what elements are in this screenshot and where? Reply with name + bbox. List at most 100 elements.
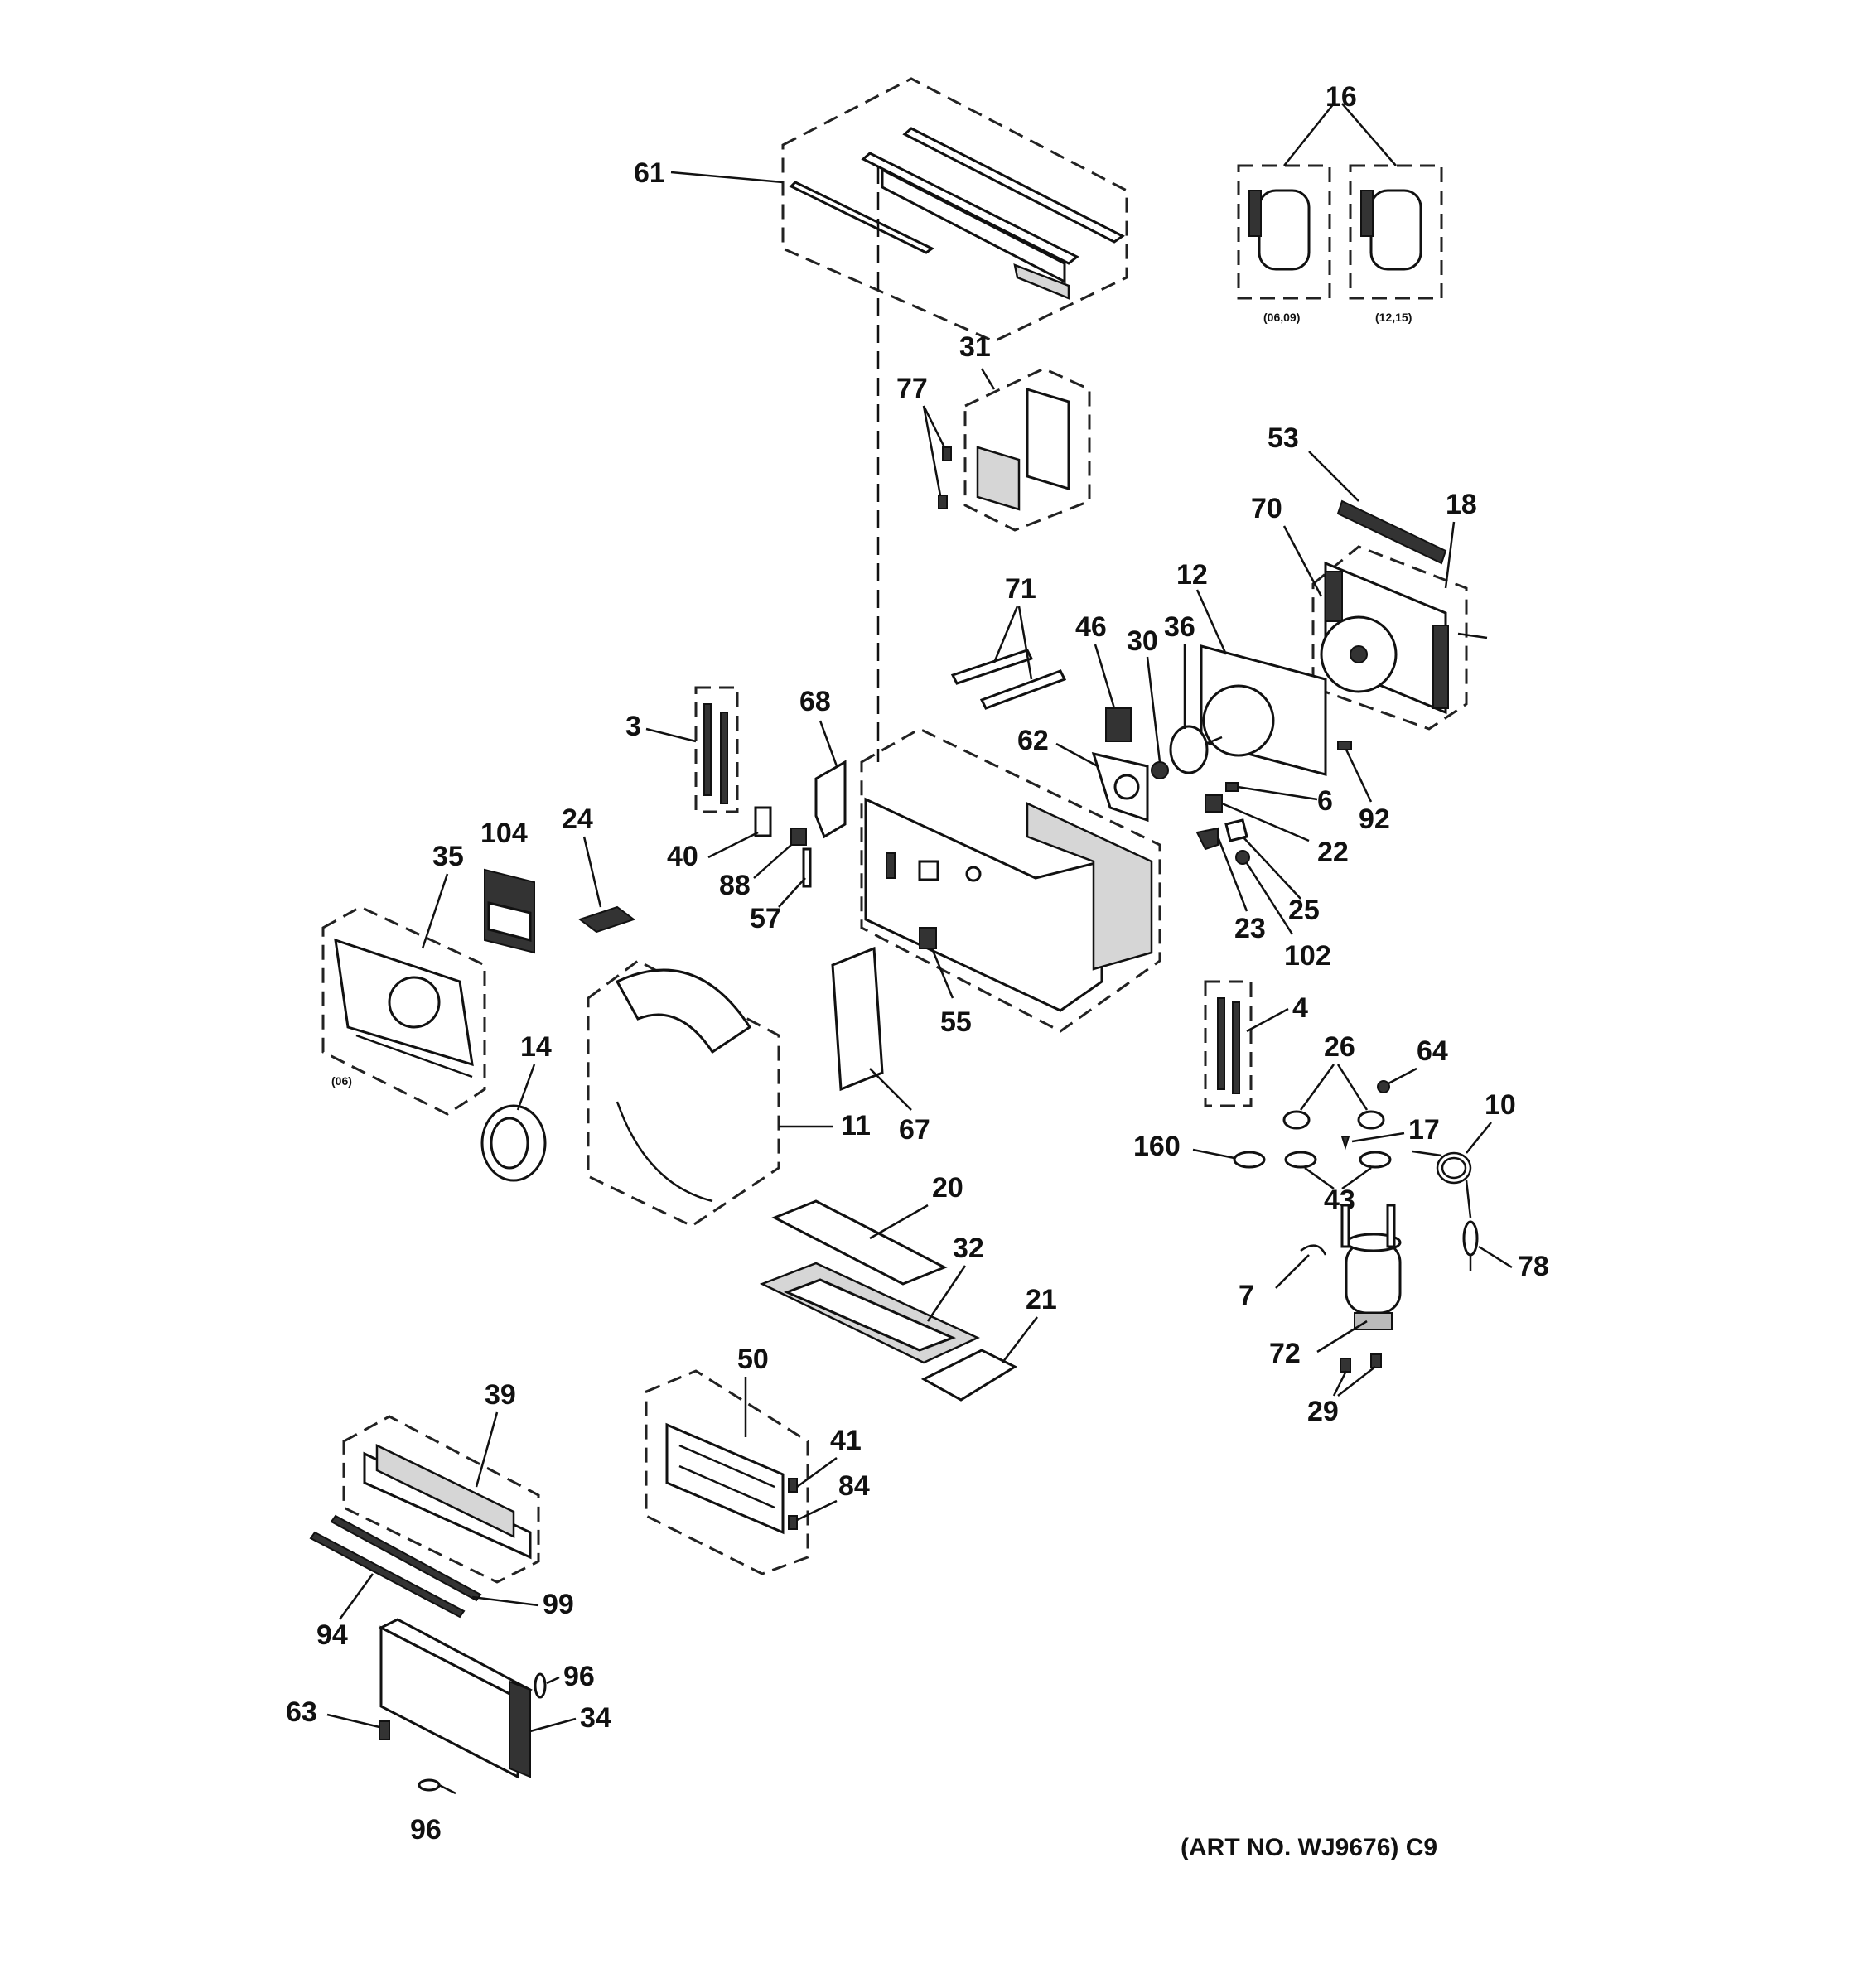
- part-34-evaporator: [378, 1618, 533, 1779]
- label-6: 6: [1317, 785, 1333, 817]
- part-71-brackets: [950, 649, 1067, 710]
- label-21: 21: [1026, 1284, 1057, 1315]
- label-compressor-12-15: (12,15): [1375, 311, 1412, 324]
- part-77-clips: [922, 405, 952, 509]
- part-17-nut: [1340, 1136, 1350, 1151]
- part-23-bracket: [1195, 827, 1248, 912]
- label-102: 102: [1284, 940, 1331, 972]
- part-67-side-panel: [831, 946, 884, 1092]
- label-71: 71: [1005, 573, 1036, 605]
- label-96b: 96: [410, 1814, 442, 1846]
- label-41: 41: [830, 1425, 862, 1456]
- label-17: 17: [1408, 1114, 1440, 1146]
- part-32-drain-pan: [759, 1262, 980, 1364]
- label-32: 32: [953, 1233, 984, 1264]
- label-104: 104: [480, 818, 528, 849]
- label-35: 35: [432, 841, 464, 872]
- part-31-insulation-panel: [963, 367, 1091, 532]
- part-68-bracket: [814, 760, 847, 839]
- label-96a: 96: [563, 1661, 595, 1692]
- label-43: 43: [1324, 1185, 1355, 1216]
- label-7: 7: [1239, 1280, 1254, 1311]
- label-11: 11: [841, 1110, 871, 1141]
- label-78: 78: [1518, 1251, 1549, 1282]
- art-number: (ART NO. WJ9676) C9: [1181, 1834, 1437, 1861]
- part-61-top-rail-group: [781, 77, 1128, 762]
- part-92-screw: [1337, 741, 1352, 750]
- part-46-grille: [1105, 707, 1132, 742]
- main-base-pan: [860, 727, 1161, 1033]
- label-30: 30: [1127, 625, 1158, 657]
- part-104-filter-panel: [484, 868, 535, 954]
- part-16-compressor-variants: [1237, 103, 1443, 300]
- label-64: 64: [1417, 1035, 1448, 1067]
- part-43-grommets: [1284, 1151, 1392, 1169]
- label-26: 26: [1324, 1031, 1355, 1063]
- label-84: 84: [838, 1470, 870, 1502]
- part-24-plate: [577, 905, 636, 934]
- part-39-front-grille: [342, 1415, 540, 1584]
- part-35-fan-housing: [321, 905, 486, 1116]
- label-12: 12: [1176, 559, 1208, 591]
- part-72-compressor: [1340, 1204, 1402, 1330]
- part-63-thermistor: [379, 1720, 390, 1740]
- label-63: 63: [286, 1696, 317, 1728]
- label-16: 16: [1326, 81, 1357, 113]
- part-40-bracket: [754, 806, 772, 837]
- label-61: 61: [634, 157, 665, 189]
- label-24: 24: [562, 803, 593, 835]
- label-36: 36: [1164, 611, 1195, 643]
- part-4-side-rails: [1204, 980, 1253, 1107]
- label-20: 20: [932, 1172, 963, 1204]
- label-3: 3: [625, 711, 641, 742]
- label-70: 70: [1251, 493, 1282, 524]
- label-92: 92: [1359, 803, 1390, 835]
- part-14-blower-wheel: [480, 1104, 547, 1182]
- label-46: 46: [1075, 611, 1107, 643]
- part-96b-sensor-clip: [418, 1778, 456, 1795]
- label-compressor-06-09: (06,09): [1263, 311, 1300, 324]
- part-64-nut: [1377, 1080, 1390, 1093]
- part-53-top-strip: [1308, 451, 1447, 565]
- label-160: 160: [1133, 1131, 1181, 1162]
- label-62: 62: [1017, 725, 1049, 756]
- label-29: 29: [1307, 1396, 1339, 1427]
- part-20-channel: [771, 1199, 948, 1286]
- part-36-fan-motor: [1169, 725, 1223, 774]
- label-50: 50: [737, 1344, 769, 1375]
- label-18: 18: [1446, 489, 1477, 520]
- label-99: 99: [543, 1589, 574, 1620]
- part-55-switch: [919, 927, 937, 949]
- part-12-fan-shroud: [1200, 644, 1327, 776]
- label-10: 10: [1485, 1089, 1516, 1121]
- part-160-grommet: [1233, 1151, 1266, 1169]
- part-102-washer: [1235, 850, 1294, 935]
- label-14: 14: [520, 1031, 552, 1063]
- label-25: 25: [1288, 895, 1320, 926]
- label-39: 39: [485, 1379, 516, 1411]
- part-99-strip: [330, 1514, 482, 1602]
- part-25-plate: [1224, 818, 1301, 900]
- part-96a-sensor-clip: [534, 1672, 547, 1699]
- part-84-knob: [788, 1515, 798, 1530]
- part-57-rod: [802, 847, 812, 888]
- label-88: 88: [719, 870, 751, 901]
- label-34: 34: [580, 1702, 611, 1734]
- part-26-mounts: [1282, 1110, 1385, 1130]
- label-55: 55: [940, 1006, 972, 1038]
- label-94: 94: [316, 1619, 348, 1651]
- part-29-feet: [1340, 1353, 1382, 1373]
- part-6-screw: [1225, 782, 1318, 801]
- part-22-relay: [1205, 794, 1310, 842]
- part-18-condenser-assembly: [1311, 545, 1488, 731]
- part-62-motor-mount: [1091, 751, 1149, 823]
- part-41-knob: [788, 1478, 798, 1493]
- label-72: 72: [1269, 1338, 1301, 1369]
- part-94-strip: [309, 1531, 466, 1619]
- part-3-side-rails: [694, 686, 739, 813]
- label-23: 23: [1234, 913, 1266, 944]
- part-10-capillary-tube: [1412, 1150, 1472, 1218]
- part-7-clip: [1300, 1244, 1327, 1256]
- label-fan-housing-06: (06): [331, 1074, 352, 1088]
